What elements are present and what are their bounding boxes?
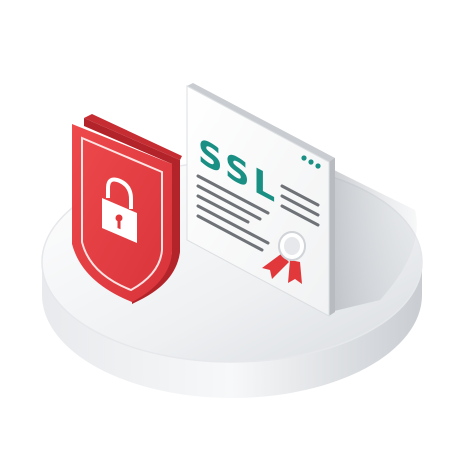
lock-keyhole-slot [117,220,121,230]
text-line [196,194,250,224]
text-line [280,184,320,207]
ribbon-medal-inner [284,237,300,255]
text-line [280,194,320,217]
shield-inner-outline [81,136,163,292]
window-dot-icon [308,159,314,165]
text-line [196,214,264,252]
certificate-side-edge [329,158,335,316]
lock-keyhole [115,214,123,222]
window-dot-icon [301,155,307,161]
text-line [196,174,270,215]
ribbon-tail-right [288,260,302,284]
lock-icon [102,177,137,243]
text-line [280,204,320,227]
shield-top-edge [84,114,182,160]
lock-shackle [106,177,133,209]
ribbon-tail-left [262,254,289,279]
shield-icon [72,114,182,304]
text-line [196,184,262,221]
certificate-shadow [330,168,417,312]
ssl-certificate: SSL [186,83,335,317]
text-line [196,204,270,245]
window-dot-icon [315,163,321,169]
award-ribbon-icon [262,231,306,284]
certificate-text-lines [196,174,320,252]
